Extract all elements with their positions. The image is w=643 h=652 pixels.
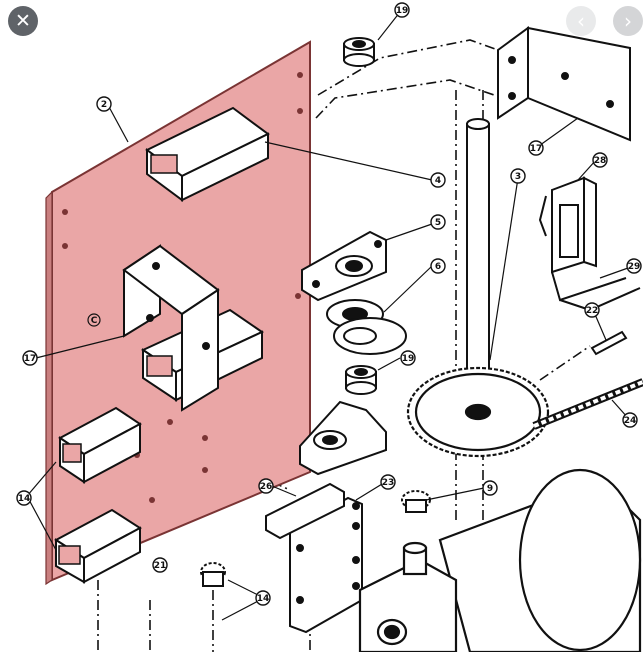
callout-24: 24: [624, 416, 637, 426]
close-button[interactable]: ✕: [8, 6, 38, 36]
callout-19-mid: 19: [402, 354, 415, 364]
chevron-left-icon: ‹: [577, 9, 585, 33]
callout-29: 29: [628, 262, 641, 272]
limit-switch: [538, 176, 641, 312]
small-sprockets: [200, 490, 431, 587]
callout-14-left: 14: [18, 494, 31, 504]
angle-bracket-right: [497, 26, 631, 142]
washers: [326, 299, 407, 355]
callout-17-right: 17: [530, 144, 543, 154]
collars: [343, 37, 377, 395]
callout-5: 5: [435, 218, 441, 228]
callout-17-left: 17: [24, 354, 37, 364]
base-plate-edge: [45, 190, 53, 586]
callout-22: 22: [586, 306, 599, 316]
callout-bubbles: [16, 2, 642, 606]
callout-26: 26: [260, 482, 273, 492]
callout-19-top: 19: [396, 6, 409, 16]
bearing-blocks: [299, 230, 387, 476]
chain: [532, 378, 643, 430]
callout-2: 2: [101, 100, 107, 110]
callout-14-bottom: 14: [257, 594, 270, 604]
motor-mount-plate: [265, 482, 363, 634]
leader-lines: [26, 11, 629, 621]
chevron-right-icon: ›: [624, 9, 632, 33]
callout-4: 4: [435, 176, 441, 186]
callout-21: 21: [154, 561, 167, 571]
next-image-button[interactable]: ›: [613, 6, 643, 36]
callout-23: 23: [382, 478, 395, 488]
angle-bracket-left: [122, 244, 220, 412]
previous-image-button[interactable]: ‹: [566, 6, 596, 36]
callout-labels: 2 4 5 6 3 19 19 17 17 14 14 28 29 22 24 …: [18, 6, 641, 604]
callout-28: 28: [594, 156, 607, 166]
base-plate: C: [45, 40, 311, 586]
callout-3: 3: [515, 172, 521, 182]
callout-9: 9: [487, 484, 493, 494]
large-sprocket: [406, 366, 550, 458]
plate-label: C: [91, 316, 98, 326]
gear-motor: [358, 468, 642, 652]
pin: [590, 330, 628, 356]
callout-6: 6: [435, 262, 441, 272]
close-icon: ✕: [15, 9, 31, 32]
